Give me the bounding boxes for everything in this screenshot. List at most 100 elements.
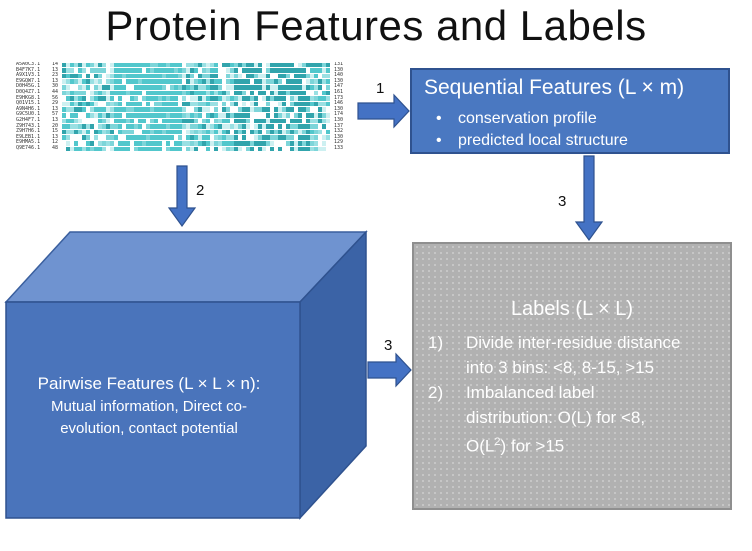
alignment-row-start: 57: [52, 111, 59, 118]
pairwise-features-desc-line: evolution, contact potential: [60, 420, 238, 437]
labels-item-line: distribution: O(L) for <8,: [466, 408, 646, 427]
arrow-3-mid-label: 3: [384, 337, 393, 354]
alignment-row-id: B4F7K7.1: [16, 66, 41, 73]
alignment-residues: [62, 146, 330, 152]
alignment-row-end: 133: [334, 144, 344, 151]
alignment-residues: [62, 90, 330, 96]
alignment-row-start: 48: [52, 144, 59, 151]
alignment-row-end: 131: [334, 62, 344, 67]
alignment-row-id: D0Q4Z7.1: [16, 88, 41, 95]
labels-list: 1) Divide inter-residue distance into 3 …: [428, 330, 681, 459]
alignment-residues: [62, 96, 330, 101]
alignment-row-id: E9GQW7.1: [16, 77, 41, 84]
alignment-row: G9C5U0.1 57 174: [16, 112, 356, 118]
alignment-row-id: A9N4H6.1: [16, 105, 41, 112]
labels-item-1: 1) Divide inter-residue distance into 3 …: [428, 330, 681, 380]
sequential-features-box: Sequential Features (L × m) conservation…: [410, 68, 730, 154]
alignment-row-end: 130: [334, 133, 344, 140]
alignment-row: Q9E746.1 48 133: [16, 144, 356, 152]
alignment-residues: [62, 107, 330, 112]
alignment-row-id: D0H45G.1: [16, 83, 41, 90]
alignment-row-start: 44: [52, 88, 59, 95]
alignment-row-id: Q9E746.1: [16, 144, 41, 151]
arrow-2: [167, 165, 197, 228]
cube-front-face: [5, 301, 301, 519]
alignment-row-end: 137: [334, 122, 344, 129]
alignment-row-end: 161: [334, 88, 344, 95]
arrow-1-label: 1: [376, 80, 385, 97]
alignment-row-end: 147: [334, 83, 344, 90]
alignment-residues: [62, 124, 330, 129]
labels-item-2: 2) Imbalanced label distribution: O(L) f…: [428, 380, 681, 459]
alignment-row-id: G2H4F7.1: [16, 116, 41, 123]
alignment-row-end: 130: [334, 116, 344, 123]
arrow-3-top: [574, 155, 604, 242]
alignment-row-start: 13: [52, 66, 59, 73]
labels-title: Labels (L × L): [510, 298, 634, 320]
alignment-row-id: E9LEB1.1: [16, 133, 41, 140]
labels-item-number: 1): [428, 333, 444, 352]
alignment-row-end: 173: [334, 94, 344, 101]
labels-item-line: into 3 bins: <8, 8-15, >15: [466, 358, 655, 377]
alignment-row-start: 29: [52, 100, 59, 107]
alignment-row-end: 174: [334, 111, 344, 118]
alignment-row-end: 130: [334, 105, 344, 112]
alignment-row-end: 146: [334, 100, 344, 107]
labels-item-line: Imbalanced label: [466, 383, 595, 402]
alignment-residues: [62, 112, 330, 118]
alignment-row: D0H45G.1 30 147: [16, 84, 356, 90]
labels-item-line: O(L2) for >15: [466, 430, 681, 459]
alignment-row-start: 30: [52, 83, 59, 90]
sequential-feature-item: predicted local structure: [436, 130, 628, 152]
alignment-row: E9LEB1.1 13 130: [16, 133, 356, 141]
labels-last-sup: 2: [494, 436, 501, 448]
alignment-row: D0Q4Z7.1 44 161: [16, 88, 356, 96]
alignment-row-id: G9C5U0.1: [16, 111, 41, 118]
alignment-residues: [62, 101, 330, 107]
alignment-row-id: E9HKG8.1: [16, 94, 41, 101]
alignment-residues: [62, 79, 330, 84]
alignment-residues: [62, 68, 330, 73]
labels-last-prefix: O(L: [466, 436, 495, 456]
alignment-row-id: E9HMA5.1: [16, 139, 41, 146]
pairwise-features-desc-line: Mutual information, Direct co-: [51, 398, 247, 415]
alignment-residues: [62, 84, 330, 90]
alignment-row: E9HMA5.1 12 129: [16, 140, 356, 146]
alignment-row-start: 13: [52, 105, 59, 112]
alignment-row-start: 13: [52, 133, 59, 140]
labels-box: Labels (L × L) 1) Divide inter-residue d…: [412, 242, 732, 510]
sequential-features-list: conservation profile predicted local str…: [436, 108, 628, 152]
alignment-residues: [62, 135, 330, 140]
labels-item-line: Divide inter-residue distance: [466, 333, 681, 352]
labels-last-suffix: ) for >15: [500, 436, 565, 456]
alignment-residues: [62, 62, 330, 68]
alignment-row-id: A5A0C3.1: [16, 62, 41, 67]
alignment-residues: [62, 118, 330, 124]
alignment-row-start: 23: [52, 72, 59, 79]
alignment-row-start: 13: [52, 77, 59, 84]
arrow-1: [357, 93, 410, 129]
pairwise-features-text: Pairwise Features (L × L × n): Mutual in…: [8, 372, 290, 440]
sequential-feature-item: conservation profile: [436, 108, 628, 130]
alignment-row-end: 129: [334, 139, 344, 146]
alignment-residues: [62, 73, 330, 79]
alignment-residues: [62, 129, 330, 135]
alignment-row-id: Z9H743.1: [16, 122, 41, 129]
arrow-2-label: 2: [196, 182, 205, 199]
alignment-row-end: 140: [334, 72, 344, 79]
alignment-row-start: 12: [52, 139, 59, 146]
alignment-row-start: 56: [52, 94, 59, 101]
alignment-row: A5A0C3.1 14 131: [16, 62, 356, 68]
alignment-row-start: 14: [52, 62, 59, 67]
page-title: Protein Features and Labels: [105, 2, 647, 49]
alignment-row: B4F7K7.1 13 130: [16, 66, 356, 74]
alignment-row-end: 130: [334, 66, 344, 73]
alignment-row-id: Q01V15.1: [16, 100, 41, 107]
alignment-row-start: 15: [52, 128, 59, 135]
labels-item-number: 2): [428, 383, 444, 402]
